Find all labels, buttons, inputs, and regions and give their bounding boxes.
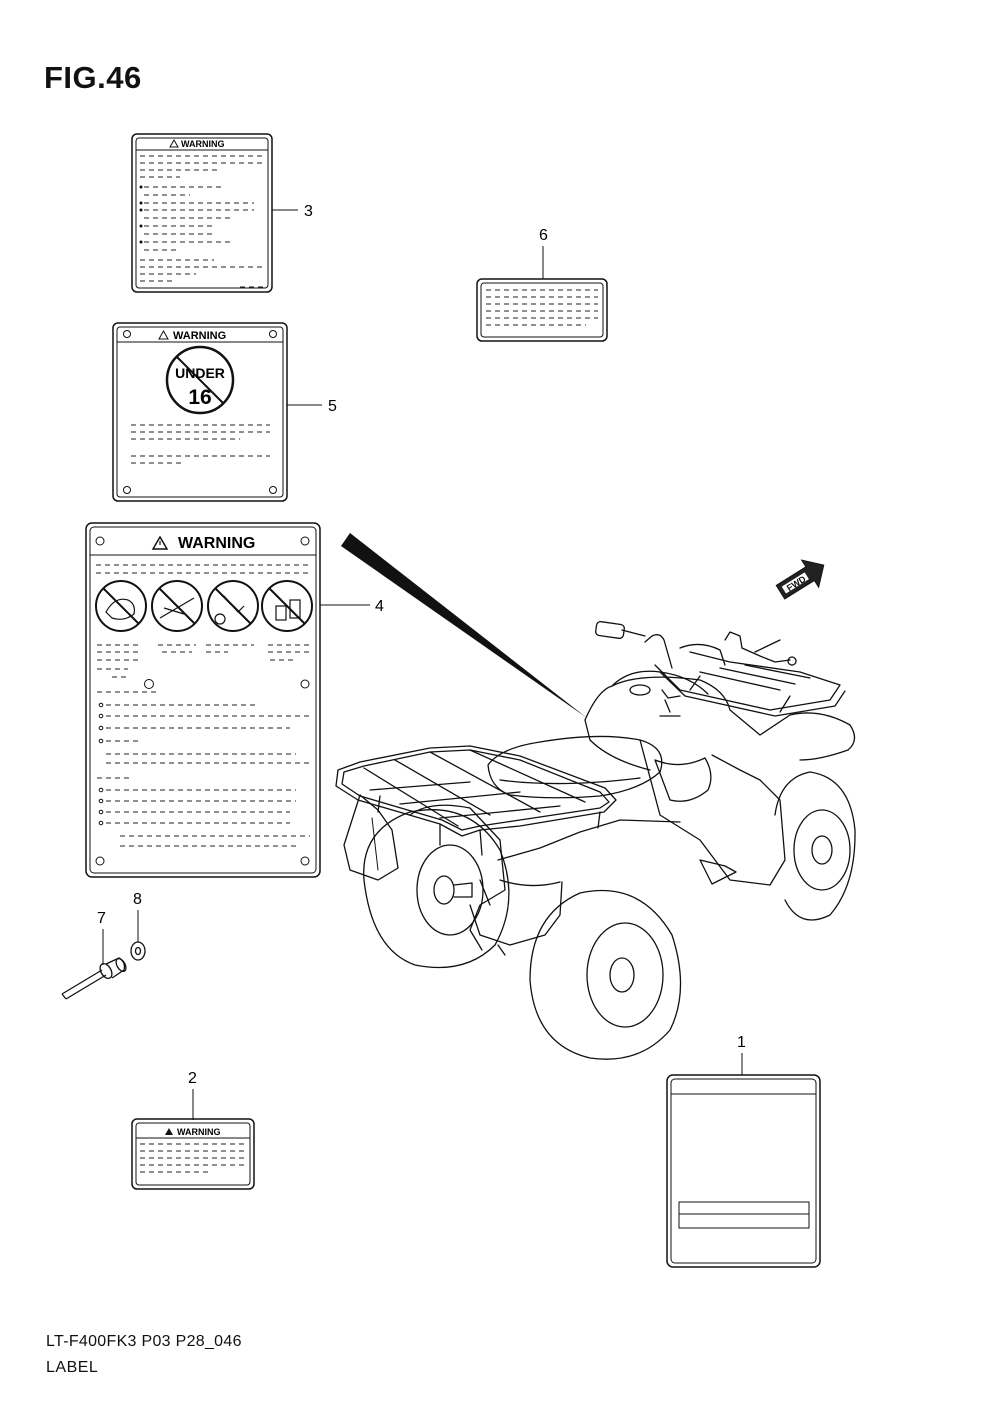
warning-triangle-icon	[165, 1128, 173, 1135]
no-road-riding-icon	[151, 580, 203, 632]
washer-part[interactable]	[130, 941, 146, 961]
label-3-warning-text: WARNING	[181, 139, 225, 149]
label-1-info-plate[interactable]	[666, 1074, 821, 1268]
rear-wheel	[363, 809, 510, 969]
label-4-header-lines	[96, 564, 310, 574]
label-3-text-lines	[140, 155, 264, 288]
no-reckless-riding-icon	[261, 580, 313, 632]
label-2-text-lines	[140, 1143, 246, 1173]
label-5-age-warning[interactable]: WARNING UNDER 16	[112, 322, 288, 502]
label-6-text-lines	[486, 289, 598, 326]
no-passenger-icon	[95, 580, 147, 632]
callout-8[interactable]: 8	[133, 891, 142, 908]
figure-title: FIG.46	[44, 60, 142, 95]
callout-7[interactable]: 7	[97, 910, 106, 927]
far-front-wheel	[774, 771, 856, 921]
rear-rack	[335, 745, 617, 856]
warning-triangle-icon	[169, 138, 179, 148]
no-drinking-icon	[207, 580, 259, 632]
label-6-sticker[interactable]	[476, 278, 608, 342]
location-pointer-arrow	[341, 533, 587, 718]
warning-triangle-icon	[158, 329, 169, 340]
warning-triangle-icon	[151, 535, 169, 550]
no-under-16-icon: UNDER 16	[165, 345, 235, 415]
model-code: LT-F400FK3 P03 P28_046	[46, 1333, 242, 1350]
label-4-bullets	[98, 702, 104, 826]
label-2-warning-text: WARNING	[177, 1127, 221, 1137]
front-wheel	[529, 889, 682, 1060]
callout-1[interactable]: 1	[737, 1034, 746, 1051]
age-sign-number: 16	[188, 386, 211, 409]
callout-6[interactable]: 6	[539, 227, 548, 244]
callout-3[interactable]: 3	[304, 203, 313, 220]
forward-direction-arrow: FWD	[775, 559, 825, 600]
label-4-warning-text: WARNING	[178, 535, 255, 552]
callout-2[interactable]: 2	[188, 1070, 197, 1087]
age-sign-top-text: UNDER	[175, 365, 225, 381]
mounting-holes	[95, 536, 310, 866]
prohibition-pictograms	[95, 580, 313, 632]
label-2-small-warning[interactable]: WARNING	[131, 1118, 255, 1190]
mounting-holes	[123, 330, 277, 494]
callout-5[interactable]: 5	[328, 398, 337, 415]
label-4-main-warning[interactable]: WARNING	[85, 522, 321, 878]
label-5-warning-text: WARNING	[173, 330, 226, 342]
section-name: LABEL	[46, 1359, 99, 1376]
label-3-warning-sheet[interactable]: WARNING	[131, 133, 273, 293]
label-3-bullets	[139, 185, 143, 244]
callout-4[interactable]: 4	[375, 598, 384, 615]
label-5-text-lines	[131, 424, 270, 464]
rivet-part[interactable]	[61, 957, 128, 1000]
label-4-body-lines	[97, 644, 310, 847]
atv-vehicle	[335, 620, 856, 1060]
